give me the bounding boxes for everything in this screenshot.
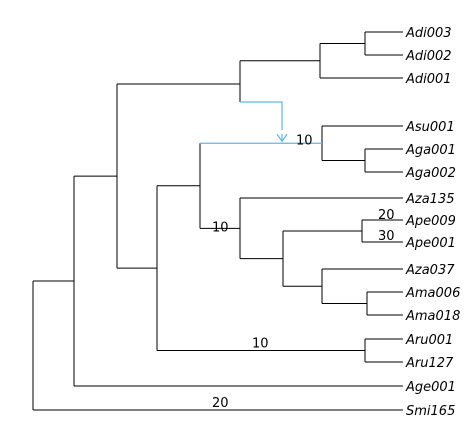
tip-labels: Adi003Adi002Adi001Asu001Aga001Aga002Aza1… [405,26,460,419]
tip-label: Asu001 [405,120,455,135]
highlighted-edge [200,101,322,144]
tip-label: Age001 [405,380,456,395]
tip-label: Aru127 [405,356,454,371]
node-support-label: 10 [212,220,229,235]
tip-label: Smi165 [406,404,455,419]
node-support-label: 20 [212,396,229,411]
node-support-label: 20 [378,208,395,223]
tip-label: Adi003 [405,26,452,41]
tip-label: Aza037 [405,263,455,278]
node-support-label: 10 [252,337,269,352]
tip-label: Aga001 [405,143,456,158]
tip-label: Ape009 [405,214,456,229]
tip-label: Ama018 [405,309,460,324]
node-support-label: 30 [378,229,395,244]
tip-label: Ama006 [405,286,460,301]
tip-label: Ape001 [405,236,456,251]
tip-label: Aga002 [405,166,456,181]
highlight-transfer-edge [240,101,283,124]
node-support-labels: 10 10 20 30 10 20 [212,133,395,411]
tip-label: Adi001 [405,72,452,87]
tip-label: Aza135 [405,192,455,207]
tip-label: Aru001 [405,333,453,348]
node-support-label: 10 [296,133,313,148]
tip-label: Adi002 [405,49,452,64]
arrowhead-icon [276,133,288,143]
